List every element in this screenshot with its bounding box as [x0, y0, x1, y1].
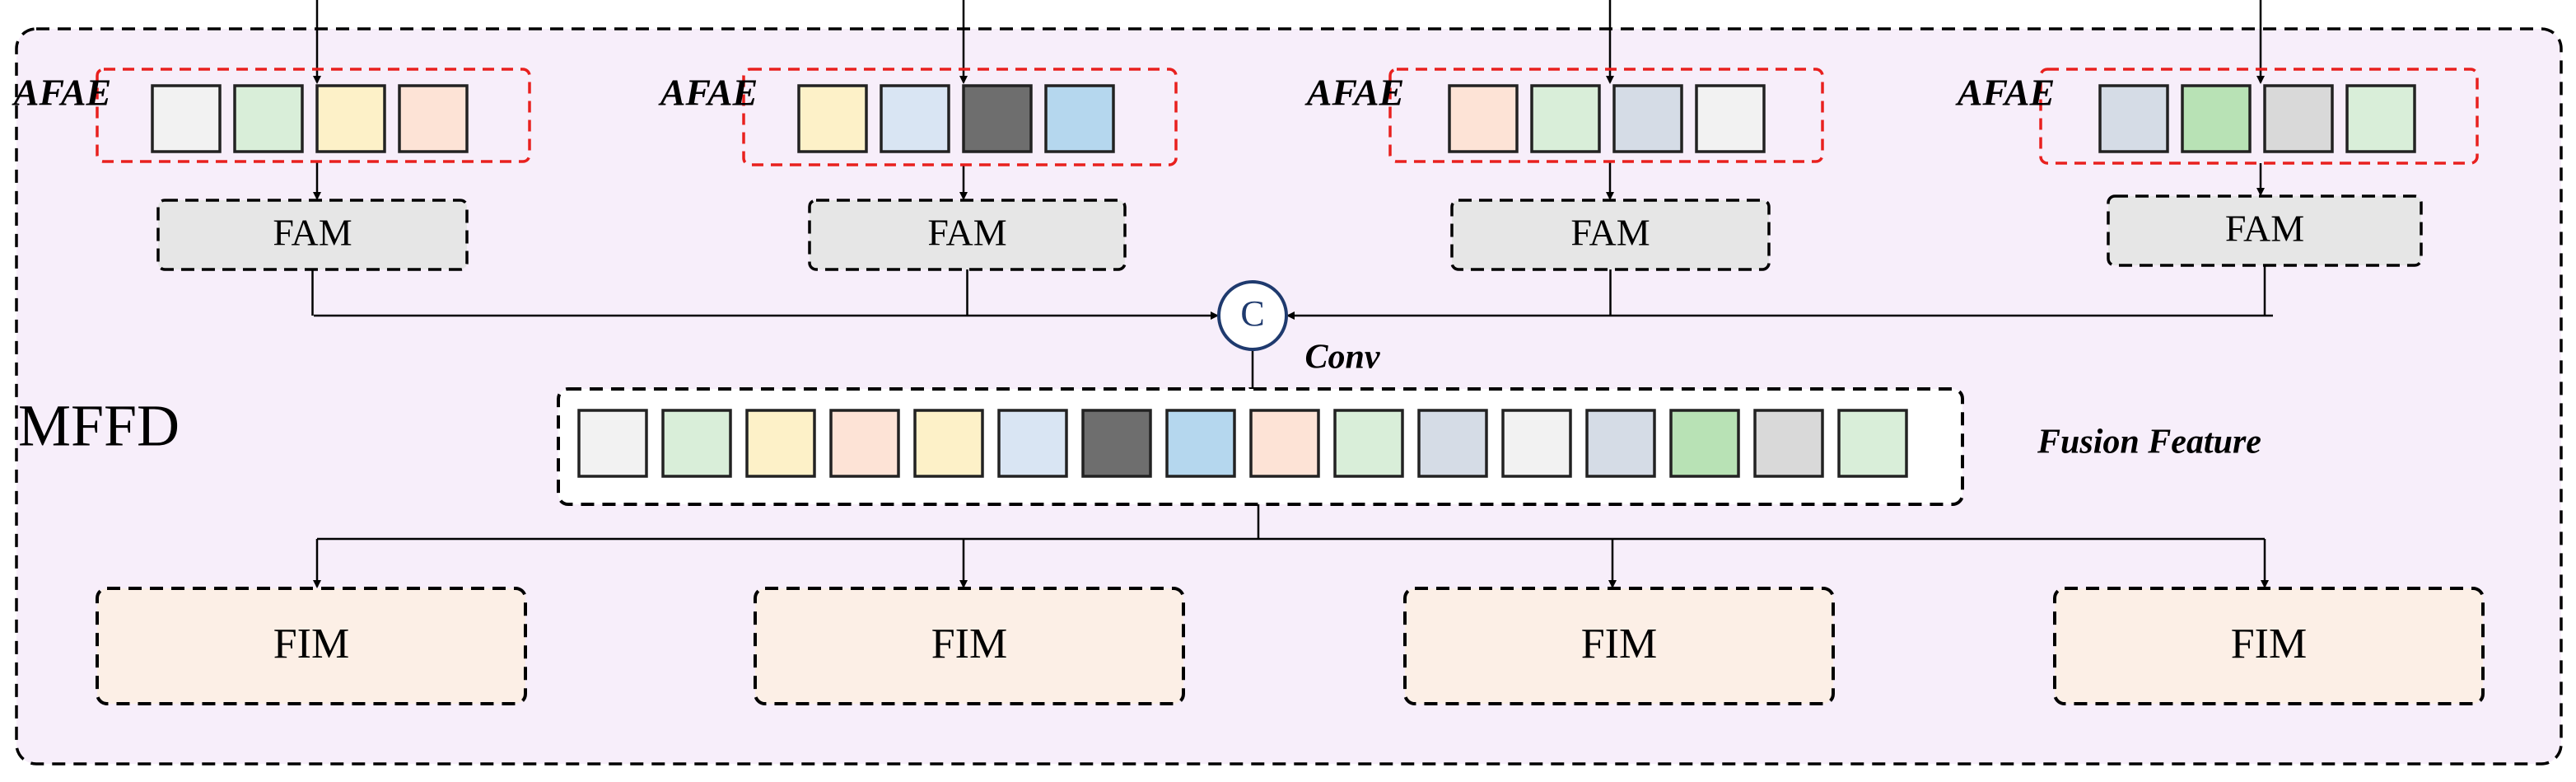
fusion-cell: [1417, 409, 1488, 478]
feature-cell: [1448, 84, 1519, 153]
fusion-cell: [1249, 409, 1320, 478]
fim-box: [96, 587, 527, 705]
fusion-label: Fusion Feature: [2037, 424, 2261, 461]
fam-label: FAM: [1570, 212, 1650, 254]
feature-cell: [315, 84, 386, 153]
feature-cell: [2098, 84, 2169, 153]
afae-label: AFAE: [12, 72, 112, 114]
feature-cell: [2263, 84, 2334, 153]
conv-label: Conv: [1304, 339, 1380, 377]
concat-symbol: C: [1240, 293, 1264, 334]
fusion-cell: [1669, 409, 1740, 478]
fam-box: [156, 199, 469, 271]
fam-box: [2107, 194, 2423, 267]
afae-box: [96, 68, 531, 163]
fusion-cell: [1837, 409, 1908, 478]
fam-label: FAM: [273, 212, 352, 254]
afae-box: [1388, 68, 1824, 163]
feature-cell: [1044, 84, 1115, 153]
mffd-label: MFFD: [18, 393, 180, 459]
fusion-cell: [577, 409, 648, 478]
fim-box: [2053, 587, 2485, 705]
fam-label: FAM: [927, 212, 1006, 254]
fam-box: [1450, 199, 1771, 271]
fusion-cell: [1501, 409, 1572, 478]
feature-cell: [1695, 84, 1766, 153]
fusion-cell: [1165, 409, 1236, 478]
fusion-cell: [1333, 409, 1404, 478]
fusion-cell: [1753, 409, 1824, 478]
fim-box: [754, 587, 1185, 705]
fim-box: [1403, 587, 1835, 705]
feature-cell: [398, 84, 469, 153]
afae-box: [742, 68, 1178, 166]
feature-cell: [151, 84, 222, 153]
fusion-cell: [997, 409, 1068, 478]
afae-label: AFAE: [1304, 72, 1405, 114]
fim-label: FIM: [1581, 620, 1657, 667]
fusion-cell: [745, 409, 816, 478]
feature-cell: [2345, 84, 2416, 153]
fim-label: FIM: [931, 620, 1007, 667]
feature-cell: [1612, 84, 1683, 153]
afae-label: AFAE: [1955, 72, 2056, 114]
feature-cell: [233, 84, 304, 153]
feature-cell: [797, 84, 868, 153]
fusion-cell: [1081, 409, 1152, 478]
afae-box: [2039, 68, 2479, 165]
afae-label: AFAE: [658, 72, 758, 114]
fusion-cell: [661, 409, 732, 478]
feature-cell: [2181, 84, 2252, 153]
fim-label: FIM: [273, 620, 349, 667]
concat-node: [1217, 280, 1288, 351]
fusion-cell: [1585, 409, 1656, 478]
fam-box: [808, 199, 1127, 271]
fusion-cell: [913, 409, 984, 478]
fusion-cell: [829, 409, 900, 478]
fam-label: FAM: [2225, 208, 2304, 250]
feature-cell: [1530, 84, 1601, 153]
feature-cell: [962, 84, 1033, 153]
feature-cell: [880, 84, 950, 153]
fim-label: FIM: [2231, 620, 2307, 667]
